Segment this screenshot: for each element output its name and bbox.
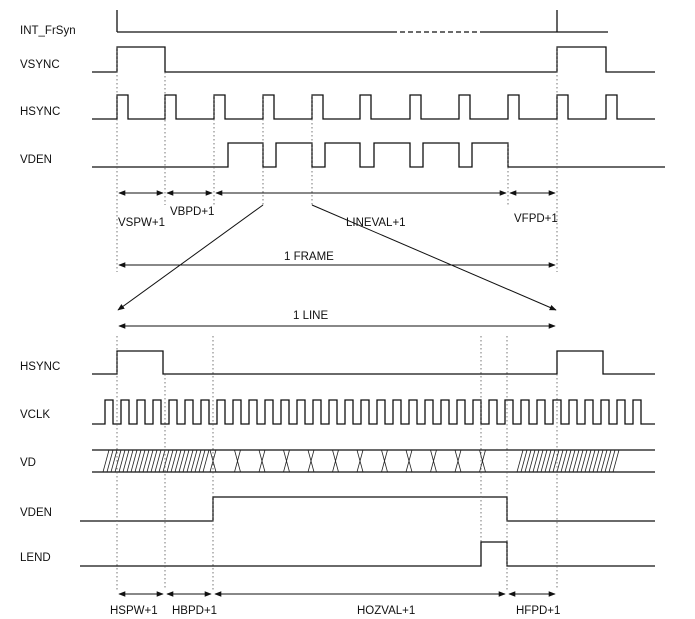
vd-hatch-stroke <box>198 449 206 473</box>
vd-hatch-invalid-right <box>516 449 620 473</box>
vd-hatch-stroke <box>122 449 130 473</box>
vd-cross-stroke <box>479 449 486 473</box>
vd-hatch-stroke <box>600 449 608 473</box>
vd-hatch-stroke <box>564 449 572 473</box>
line-timing-section: 1 LINE HSYNC VCLK VD VDEN LEND <box>20 310 655 617</box>
vd-hatch-stroke <box>130 449 138 473</box>
zoom-line-left <box>117 204 264 311</box>
zoom-line-right <box>311 204 557 311</box>
vd-hatch-stroke <box>174 449 182 473</box>
vd-hatch-stroke <box>528 449 536 473</box>
vd-hatch-stroke <box>580 449 588 473</box>
vd-cross-stroke <box>307 449 315 473</box>
label-vden-top: VDEN <box>20 154 52 166</box>
label-hsync-bottom: HSYNC <box>20 361 60 373</box>
label-1-line: 1 LINE <box>293 310 328 322</box>
label-vfpd: VFPD+1 <box>514 213 558 225</box>
label-hspw: HSPW+1 <box>110 605 158 617</box>
vd-cross-stroke <box>258 449 266 473</box>
vd-cross-stroke <box>356 449 364 473</box>
vd-hatch-stroke <box>114 449 122 473</box>
vd-hatch-stroke <box>118 449 126 473</box>
hsync-waveform-bottom <box>92 350 655 375</box>
label-hfpd: HFPD+1 <box>516 605 560 617</box>
vd-cross-stroke <box>234 449 241 473</box>
vd-hatch-stroke <box>154 449 162 473</box>
label-hbpd: HBPD+1 <box>172 605 217 617</box>
vsync-waveform-top <box>92 46 655 73</box>
vd-hatch-stroke <box>194 449 202 473</box>
vd-hatch-stroke <box>560 449 568 473</box>
vd-cross-stroke <box>332 449 339 473</box>
label-vd: VD <box>20 457 36 469</box>
vd-hatch-stroke <box>596 449 604 473</box>
vd-cross-stroke <box>283 449 290 473</box>
vd-hatch-stroke <box>540 449 548 473</box>
vd-hatch-stroke <box>520 449 528 473</box>
vd-hatch-stroke <box>202 449 210 473</box>
vd-hatch-stroke <box>102 449 110 473</box>
vd-hatch-stroke <box>178 449 186 473</box>
vd-cross-stroke <box>381 449 388 473</box>
vd-cross-stroke <box>454 449 462 473</box>
vd-hatch-stroke <box>524 449 532 473</box>
vd-hatch-stroke <box>146 449 154 473</box>
vd-hatch-stroke <box>608 449 616 473</box>
label-lend: LEND <box>20 552 51 564</box>
vd-hatch-stroke <box>536 449 544 473</box>
vd-hatch-invalid-left <box>102 449 210 473</box>
vden-waveform-top <box>92 142 665 168</box>
vd-hatch-stroke <box>106 449 114 473</box>
label-hozval: HOZVAL+1 <box>357 605 415 617</box>
vd-hatch-stroke <box>186 449 194 473</box>
vd-hatch-stroke <box>516 449 524 473</box>
vd-hatch-stroke <box>166 449 174 473</box>
label-hsync-top: HSYNC <box>20 106 60 118</box>
lend-waveform <box>80 541 655 567</box>
vd-hatch-stroke <box>182 449 190 473</box>
vd-hatch-stroke <box>568 449 576 473</box>
vd-hatch-stroke <box>604 449 612 473</box>
vd-hatch-stroke <box>584 449 592 473</box>
vclk-waveform <box>92 399 655 425</box>
vd-hatch-stroke <box>138 449 146 473</box>
label-vbpd: VBPD+1 <box>170 206 214 218</box>
frame-timing-section: INT_FrSyn VSYNC HSYNC VDEN VSPW+ <box>20 10 665 311</box>
vden-waveform-bottom <box>80 496 655 522</box>
vd-hatch-stroke <box>576 449 584 473</box>
vd-hatch-stroke <box>556 449 564 473</box>
vd-hatch-stroke <box>612 449 620 473</box>
vd-cross-stroke <box>430 449 437 473</box>
vd-hatch-stroke <box>110 449 118 473</box>
int-frsyn-waveform <box>116 10 608 33</box>
vd-hatch-stroke <box>532 449 540 473</box>
vd-hatch-stroke <box>548 449 556 473</box>
label-int-frsyn: INT_FrSyn <box>20 25 76 37</box>
vd-hatch-stroke <box>170 449 178 473</box>
label-vden-bottom: VDEN <box>20 507 52 519</box>
hsync-waveform-top <box>92 94 655 120</box>
vd-hatch-stroke <box>126 449 134 473</box>
label-vsync-top: VSYNC <box>20 59 60 71</box>
label-1-frame: 1 FRAME <box>284 251 334 263</box>
vd-hatch-stroke <box>142 449 150 473</box>
label-vspw: VSPW+1 <box>118 217 165 229</box>
vd-hatch-stroke <box>190 449 198 473</box>
vd-hatch-stroke <box>572 449 580 473</box>
vd-bus-waveform <box>92 449 655 473</box>
vd-hatch-stroke <box>134 449 142 473</box>
vd-hatch-stroke <box>150 449 158 473</box>
vd-hatch-stroke <box>158 449 166 473</box>
vd-hatch-stroke <box>162 449 170 473</box>
vd-data-transitions <box>209 449 486 473</box>
label-vclk: VCLK <box>20 409 50 421</box>
vd-hatch-stroke <box>588 449 596 473</box>
vd-hatch-stroke <box>592 449 600 473</box>
vd-hatch-stroke <box>552 449 560 473</box>
vd-hatch-stroke <box>544 449 552 473</box>
vd-cross-stroke <box>405 449 413 473</box>
